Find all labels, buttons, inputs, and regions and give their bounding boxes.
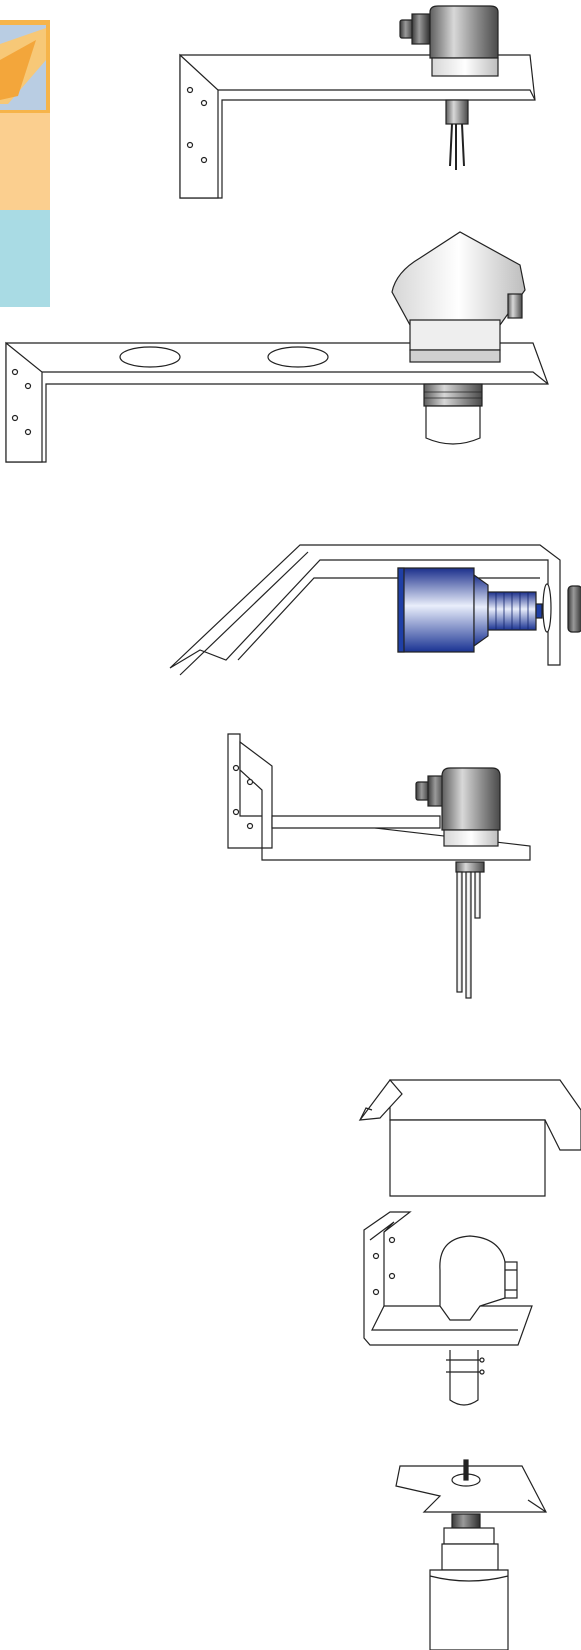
probe-housing-icon [415,767,501,999]
sensor-head-icon [391,231,526,445]
mounting-hole [11,368,32,436]
mounting-hole [372,1236,396,1296]
bracket-wall [239,740,273,849]
swing-bracket-with-blue-sensor [169,544,581,676]
blue-sensor-icon [397,567,543,653]
mounting-hole [232,764,254,830]
angle-bracket-with-tuning-fork-switch [179,5,536,199]
bracket-with-clamped-sensor [363,1211,533,1406]
sensor-body-icon [429,1513,509,1650]
mounting-hole [186,86,208,164]
switch-housing-icon [399,5,499,170]
weather-protection-cover [358,1079,581,1197]
flange-plate-with-sensor [395,1459,547,1650]
bracket-arm [169,544,561,669]
lock-nut-icon [567,585,581,633]
long-bracket-with-ultrasonic-sensor [5,231,549,463]
brand-logo [0,20,50,307]
u-bracket-with-rod-probe [227,733,531,999]
sensor-head-outline-icon [439,1235,518,1406]
